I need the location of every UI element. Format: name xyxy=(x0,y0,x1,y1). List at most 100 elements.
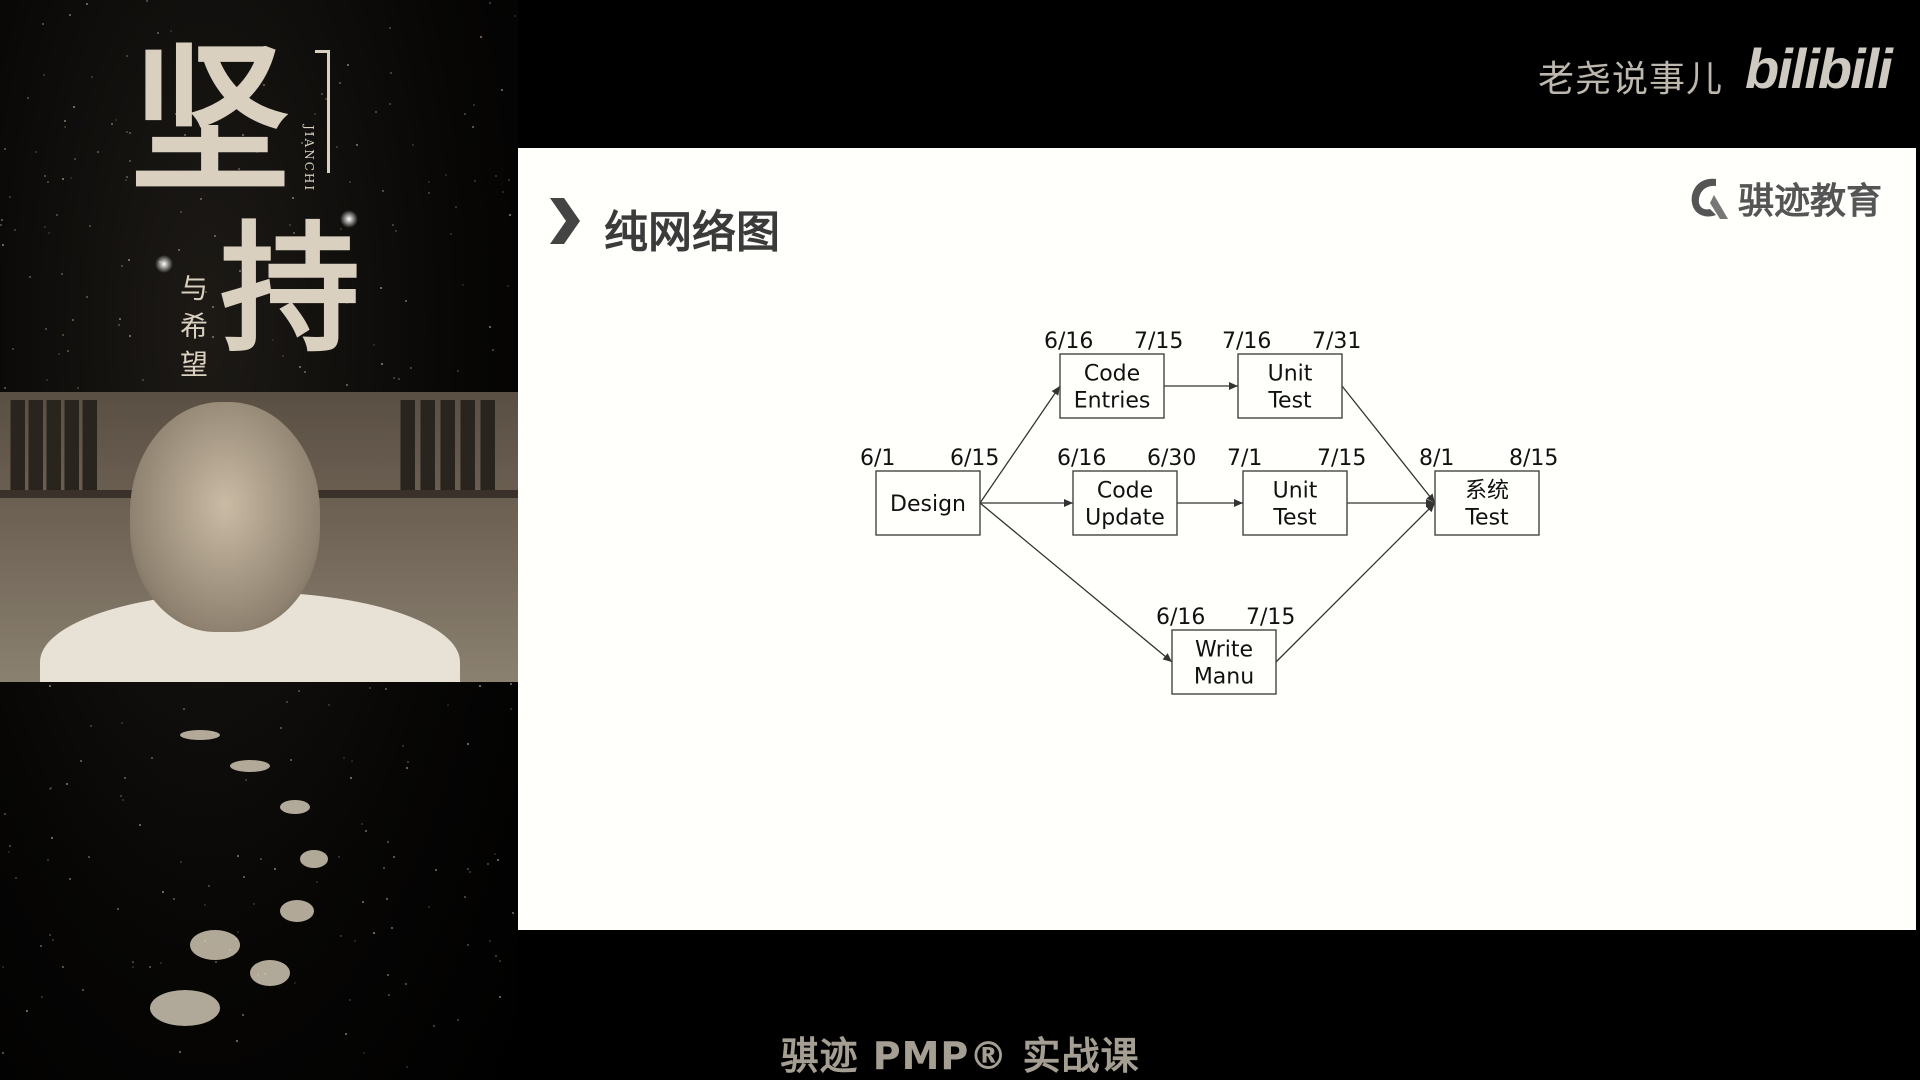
star-dot xyxy=(494,853,497,856)
star-dot xyxy=(466,867,469,870)
star-dot xyxy=(58,352,61,355)
star-dot xyxy=(43,175,46,178)
node-label: Unit xyxy=(1268,362,1313,387)
star-dot xyxy=(456,1019,459,1022)
star-dot xyxy=(494,175,497,178)
star-dot xyxy=(457,370,460,373)
star-dot xyxy=(463,112,466,115)
book xyxy=(440,400,455,490)
book xyxy=(400,400,415,490)
star-dot xyxy=(474,180,477,183)
star-dot xyxy=(289,317,292,320)
star-dot xyxy=(255,176,258,179)
star-dot xyxy=(97,150,100,153)
star-dot xyxy=(63,126,66,129)
node-box xyxy=(1171,629,1277,695)
star-dot xyxy=(125,176,128,179)
star-dot xyxy=(14,877,17,880)
star-dot xyxy=(214,234,217,237)
star-dot xyxy=(211,305,214,308)
star-dot xyxy=(50,786,53,789)
node-label: Manu xyxy=(1194,665,1254,690)
star-dot xyxy=(393,855,396,858)
star-dot xyxy=(466,742,469,745)
star-dot xyxy=(348,181,351,184)
star-dot xyxy=(512,911,515,914)
star-dot xyxy=(45,328,48,331)
star-dot xyxy=(238,168,241,171)
footprint xyxy=(230,760,270,772)
star-dot xyxy=(236,855,239,858)
star-dot xyxy=(177,249,180,252)
star-dot xyxy=(9,196,12,199)
star-dot xyxy=(509,682,512,685)
star-dot xyxy=(35,150,38,153)
star-dot xyxy=(252,902,255,905)
star-dot xyxy=(468,871,471,874)
slide-title: 纯网络图 xyxy=(604,207,780,258)
star-dot xyxy=(29,276,32,279)
star-dot xyxy=(360,823,363,826)
node-start-date: 7/16 xyxy=(1222,329,1271,354)
star-dot xyxy=(170,29,173,32)
star-dot xyxy=(214,961,217,964)
star-dot xyxy=(3,148,6,151)
star-dot xyxy=(473,103,476,106)
star-dot xyxy=(47,231,50,234)
star-dot xyxy=(388,993,391,996)
star-dot xyxy=(121,722,124,725)
star-dot xyxy=(63,119,66,122)
bilibili-logo: bilibili xyxy=(1745,37,1893,100)
star-dot xyxy=(90,724,93,727)
star-dot xyxy=(489,1,492,4)
star-dot xyxy=(175,112,178,115)
star-dot xyxy=(149,965,152,968)
star-dot xyxy=(82,989,85,992)
star-dot xyxy=(348,999,351,1002)
star-dot xyxy=(488,940,491,943)
star-dot xyxy=(373,343,376,346)
star-dot xyxy=(345,1032,348,1035)
star-dot xyxy=(303,370,306,373)
star-dot xyxy=(72,106,75,109)
star-dot xyxy=(25,1009,28,1012)
book xyxy=(64,400,79,490)
star-dot xyxy=(411,144,414,147)
star-dot xyxy=(271,338,274,341)
book xyxy=(46,400,61,490)
star-dot xyxy=(204,904,207,907)
star-dot xyxy=(46,379,49,382)
star-dot xyxy=(49,684,52,687)
star-dot xyxy=(156,31,159,34)
brand-logo-text: 骐迹教育 xyxy=(1738,181,1883,222)
star-dot xyxy=(72,319,75,322)
node-label: Test xyxy=(1267,389,1312,414)
star-dot xyxy=(1,1051,4,1054)
star-dot xyxy=(500,89,503,92)
star-dot xyxy=(119,795,122,798)
star-dot xyxy=(381,190,384,193)
brand-logo: 骐迹教育 xyxy=(1686,168,1882,228)
glow-spark xyxy=(340,210,358,228)
poster-bracket xyxy=(315,50,330,173)
star-dot xyxy=(398,378,400,381)
star-dot xyxy=(336,146,339,149)
star-dot xyxy=(239,270,242,273)
star-dot xyxy=(410,366,413,369)
q-logo-icon xyxy=(1691,178,1728,219)
star-dot xyxy=(8,845,11,848)
star-dot xyxy=(293,231,296,234)
star-dot xyxy=(124,178,127,181)
footprint xyxy=(280,900,314,922)
star-dot xyxy=(1,244,4,247)
star-dot xyxy=(255,171,258,174)
star-dot xyxy=(61,333,64,336)
node-end-date: 6/30 xyxy=(1147,446,1196,471)
course-caption: 骐迹 PMP® 实战课 xyxy=(780,1034,1140,1078)
star-dot xyxy=(435,868,438,871)
star-dot xyxy=(253,247,256,250)
star-dot xyxy=(281,355,284,358)
